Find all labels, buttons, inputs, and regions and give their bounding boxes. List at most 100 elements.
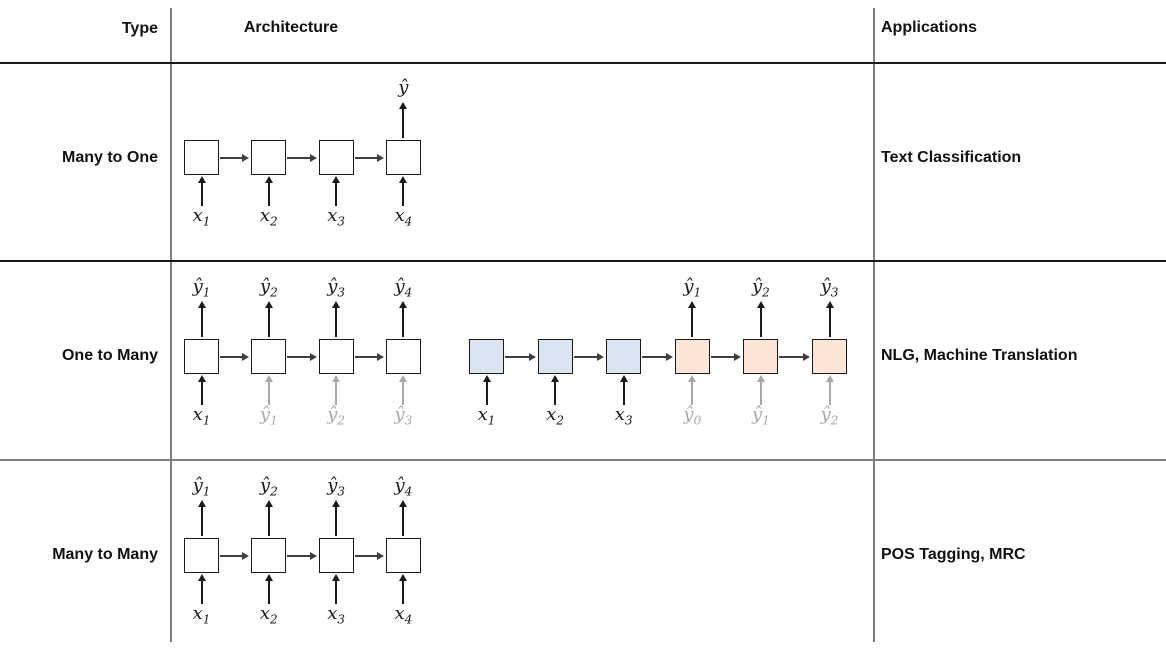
rnn-cell <box>469 339 504 374</box>
connector-arrow <box>642 352 673 361</box>
output-arrow <box>688 301 697 337</box>
input-label: x3 <box>327 603 345 627</box>
application-nlg-machine-translation: NLG, Machine Translation <box>881 347 1078 364</box>
input-arrow <box>264 574 273 604</box>
output-label: ŷ <box>398 77 409 98</box>
output-arrow <box>399 500 408 536</box>
rnn-cell <box>184 538 219 573</box>
rnn-cell <box>251 140 287 175</box>
connector-arrow <box>354 551 385 560</box>
input-arrow <box>264 375 273 405</box>
input-arrow <box>197 375 206 405</box>
input-arrow <box>619 375 628 405</box>
input-arrow <box>197 574 206 604</box>
input-label: x4 <box>394 603 413 627</box>
connector-arrow <box>287 551 317 560</box>
rnn-cell <box>606 339 642 374</box>
input-arrow <box>264 176 273 206</box>
rnn-cell <box>251 339 287 374</box>
rnn-cell <box>184 339 219 374</box>
input-label: ŷ0 <box>683 404 702 428</box>
output-label: ŷ4 <box>394 276 413 300</box>
connector-arrow <box>573 352 604 361</box>
output-arrow <box>197 500 206 536</box>
connector-arrow <box>779 352 810 361</box>
connector-arrow <box>354 352 385 361</box>
output-label: ŷ3 <box>327 475 345 499</box>
row-divider-1 <box>0 260 1166 262</box>
column-header-architecture: Architecture <box>243 19 339 36</box>
output-label: ŷ1 <box>192 276 211 300</box>
output-arrow <box>825 301 834 337</box>
row-type-many-to-one: Many to One <box>61 149 158 166</box>
input-label: x4 <box>394 205 413 229</box>
row-divider-2 <box>0 459 1166 461</box>
rnn-cell <box>812 339 847 374</box>
input-label: x3 <box>614 404 633 428</box>
row-type-one-to-many: One to Many <box>61 347 158 364</box>
input-arrow <box>332 574 341 604</box>
connector-arrow <box>505 352 536 361</box>
input-arrow <box>756 375 765 405</box>
application-pos-tagging-mrc: POS Tagging, MRC <box>881 546 1026 563</box>
input-arrow <box>482 375 491 405</box>
connector-arrow <box>220 551 250 560</box>
application-text-classification: Text Classification <box>881 149 1022 166</box>
input-label: x1 <box>192 205 211 229</box>
rnn-cell <box>251 538 287 573</box>
output-label: ŷ2 <box>751 276 770 300</box>
input-label: ŷ1 <box>259 404 278 428</box>
input-label: ŷ2 <box>820 404 839 428</box>
input-label: x2 <box>259 205 278 229</box>
column-header-applications: Applications <box>881 19 978 36</box>
input-label: x1 <box>477 404 496 428</box>
input-label: x3 <box>327 205 345 229</box>
input-arrow <box>197 176 206 206</box>
output-arrow <box>332 500 341 536</box>
connector-arrow <box>287 352 317 361</box>
column-header-type: Type <box>121 20 158 37</box>
input-label: ŷ1 <box>751 404 770 428</box>
rnn-cell <box>385 339 421 374</box>
rnn-cell <box>674 339 710 374</box>
input-arrow <box>332 176 341 206</box>
output-arrow <box>332 301 341 337</box>
rnn-cell <box>318 538 354 573</box>
output-arrow <box>399 301 408 337</box>
input-label: x2 <box>546 404 564 428</box>
input-arrow <box>551 375 560 405</box>
input-arrow <box>399 375 408 405</box>
connector-arrow <box>354 153 385 162</box>
output-label: ŷ3 <box>327 276 345 300</box>
rnn-cell <box>385 538 421 573</box>
input-arrow <box>399 574 408 604</box>
output-arrow <box>756 301 765 337</box>
row-type-many-to-many: Many to Many <box>52 546 158 563</box>
row-divider-header <box>0 62 1166 64</box>
connector-arrow <box>710 352 741 361</box>
connector-arrow <box>287 153 317 162</box>
connector-arrow <box>220 352 250 361</box>
output-arrow <box>197 301 206 337</box>
input-label: ŷ3 <box>394 404 413 428</box>
input-arrow <box>332 375 341 405</box>
rnn-cell <box>385 140 421 175</box>
output-arrow <box>399 102 408 138</box>
input-arrow <box>825 375 834 405</box>
input-label: x2 <box>259 603 278 627</box>
input-label: ŷ2 <box>327 404 345 428</box>
input-arrow <box>688 375 697 405</box>
rnn-cell <box>184 140 219 175</box>
output-label: ŷ1 <box>192 475 211 499</box>
rnn-cell <box>318 140 354 175</box>
connector-arrow <box>220 153 250 162</box>
output-arrow <box>264 301 273 337</box>
column-divider-architecture-applications <box>873 8 875 642</box>
output-label: ŷ1 <box>683 276 702 300</box>
output-label: ŷ3 <box>820 276 839 300</box>
output-arrow <box>264 500 273 536</box>
rnn-cell <box>318 339 354 374</box>
rnn-cell <box>743 339 779 374</box>
input-arrow <box>399 176 408 206</box>
